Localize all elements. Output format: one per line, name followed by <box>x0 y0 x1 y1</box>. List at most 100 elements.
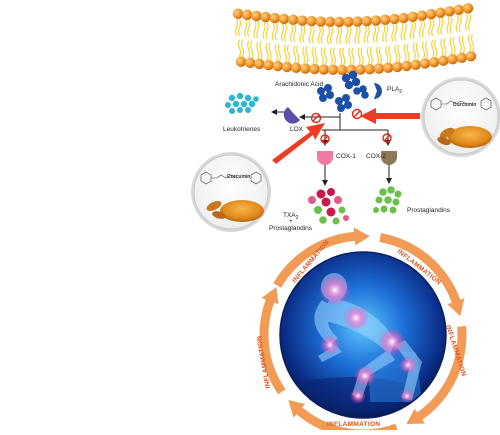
curcumin-inhibition-arrows <box>272 108 420 164</box>
lipid-tail <box>434 39 438 58</box>
prostaglandin-molecules <box>373 186 402 214</box>
phospholipid-head <box>235 56 247 67</box>
phospholipid-head <box>232 8 244 19</box>
cox2-enzyme-icon <box>381 151 397 165</box>
phospholipid-head <box>370 15 382 26</box>
leukotrienes-label: Leukotrienes <box>223 126 261 133</box>
turmeric-powder-icon <box>220 200 264 222</box>
phospholipid-head <box>447 54 458 65</box>
lipid-tail <box>458 35 462 54</box>
phospholipid-head <box>456 52 467 63</box>
lipid-tail <box>259 41 263 60</box>
lipid-tail <box>366 46 370 65</box>
lipid-tail <box>311 46 315 65</box>
lipid-tail <box>320 26 324 44</box>
phospholipid-head <box>410 59 421 70</box>
lipid-tail <box>237 18 242 37</box>
lipid-tail <box>412 21 416 40</box>
lipid-tail <box>449 37 453 55</box>
phospholipid-head <box>260 11 271 23</box>
curcumin-structure-icon <box>200 171 262 185</box>
lipid-tail <box>234 18 239 37</box>
curcumin-left-label: Curcumin <box>227 174 250 180</box>
cox2-label: COX-2 <box>366 153 386 160</box>
lipid-tail <box>443 38 447 56</box>
lipid-tail <box>329 26 334 45</box>
phospholipid-head <box>337 64 348 76</box>
turmeric-root-icon <box>206 201 222 211</box>
phospholipid-head <box>444 6 455 17</box>
lipid-tail <box>283 44 288 63</box>
cycle-arrows <box>259 227 467 435</box>
lipid-tail <box>394 23 398 42</box>
lipid-tail <box>348 26 352 45</box>
curcumin-right-label: Curcumin <box>453 102 476 108</box>
phospholipid-head <box>435 7 446 18</box>
phospholipid-head <box>401 60 412 72</box>
phospholipid-heads-top <box>232 3 474 28</box>
lipid-tail <box>317 26 321 44</box>
phospholipid-head <box>245 57 256 69</box>
lipid-tail <box>458 14 462 33</box>
lox-enzyme-icon <box>283 107 300 124</box>
lipid-tail <box>461 35 465 54</box>
lipid-tail <box>382 24 386 43</box>
arachidonic-acid-molecules <box>317 70 369 112</box>
lipid-tail <box>455 14 459 33</box>
lipid-tail <box>369 46 373 65</box>
lipid-tail <box>437 17 441 35</box>
cycle-arrow-icon <box>288 399 399 435</box>
lipid-tail <box>326 26 331 45</box>
phospholipid-head <box>364 63 375 75</box>
cell-membrane <box>232 3 477 76</box>
phospholipid-head <box>251 10 262 22</box>
arachidonic-acid-group: Arachidonic Acid PLA2 <box>275 70 402 112</box>
lipid-tail <box>286 44 291 63</box>
lipid-tail <box>388 45 392 64</box>
lipid-tail <box>305 46 309 64</box>
cox2-enzyme: COX-2 <box>366 151 397 165</box>
leukotrienes-molecules <box>225 92 259 114</box>
phospholipid-head <box>288 14 299 26</box>
lipid-tail <box>357 47 361 65</box>
lipid-tail <box>412 42 416 61</box>
txa2-label: TXA2 <box>283 212 299 221</box>
lipid-tail <box>302 25 306 43</box>
phospholipid-head <box>300 63 311 74</box>
inflammation-cycle: INFLAMMATION INFLAMMATION INFLAMMATION I… <box>256 227 467 435</box>
lipid-tail <box>400 22 404 41</box>
lox-label: LOX <box>290 126 304 133</box>
lox-enzyme: LOX <box>283 107 304 133</box>
lipid-tail <box>351 47 355 66</box>
phospholipid-head <box>383 62 394 74</box>
lipid-tail <box>290 24 294 43</box>
inhibit-cox2-icon <box>382 133 392 143</box>
lipid-tail <box>354 26 358 44</box>
phospholipid-head <box>429 56 440 68</box>
phospholipid-head <box>281 61 293 73</box>
lipid-tail <box>467 13 472 31</box>
phospholipid-head <box>373 63 385 74</box>
lipid-tail <box>339 26 343 45</box>
lipid-tail <box>293 24 297 43</box>
txa2-prostaglandin-molecules <box>308 188 349 225</box>
lipid-tail <box>428 18 432 37</box>
phospholipid-head <box>352 16 363 27</box>
lipid-tail <box>470 34 475 52</box>
phospholipid-head <box>269 12 280 24</box>
lipid-tail <box>314 46 318 65</box>
lipid-tail <box>265 42 269 61</box>
phospholipid-head <box>297 15 308 26</box>
phospholipid-head <box>315 16 326 27</box>
lipid-tail <box>336 26 340 45</box>
lipid-tail <box>446 16 450 34</box>
lipid-tail <box>403 22 407 41</box>
cycle-arrow-icon <box>259 287 286 395</box>
cox1-label: COX-1 <box>336 153 356 160</box>
lipid-tail <box>308 25 312 44</box>
lipid-tail <box>293 45 297 64</box>
phospholipid-heads-bottom <box>235 51 477 76</box>
inhibit-lox-icon <box>310 112 322 124</box>
lipid-tail <box>323 47 327 65</box>
